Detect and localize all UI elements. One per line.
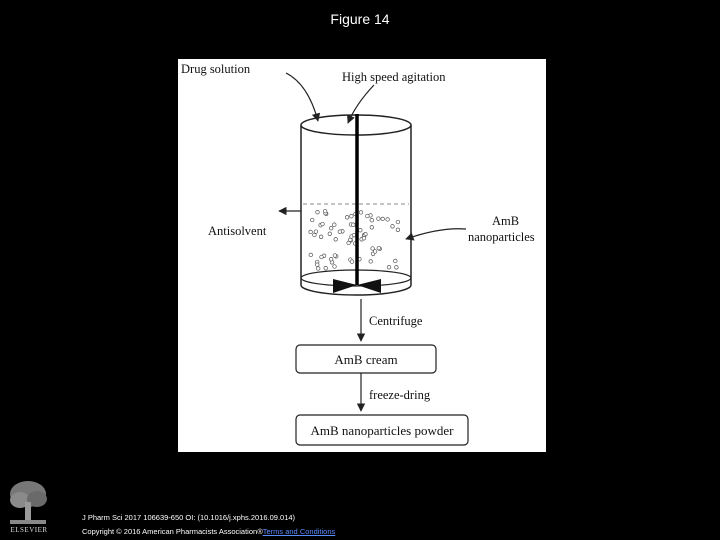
particle-dot <box>315 210 320 215</box>
particle-dot <box>349 214 354 219</box>
particle-dot <box>380 216 385 222</box>
particle-dot <box>386 265 392 270</box>
particle-dot <box>376 245 381 251</box>
particle-dot <box>320 221 325 227</box>
particle-dot <box>322 208 328 214</box>
particle-dot <box>390 224 395 229</box>
particle-dot <box>358 210 364 215</box>
label-drug-solution: Drug solution <box>181 62 251 76</box>
impeller <box>333 279 381 293</box>
particle-dot <box>327 231 332 236</box>
particle-dot <box>365 213 370 219</box>
nanoparticles-dots <box>308 208 401 271</box>
particle-dot <box>369 225 374 230</box>
particle-dot <box>372 249 378 254</box>
particle-dot <box>328 257 334 262</box>
label-antisolvent: Antisolvent <box>208 224 267 238</box>
particle-dot <box>332 264 337 269</box>
particle-dot <box>308 252 313 258</box>
particle-dot <box>313 229 319 234</box>
particle-dot <box>395 219 401 225</box>
copyright-line: Copyright © 2016 American Pharmacists As… <box>82 527 335 536</box>
particle-dot <box>368 259 373 264</box>
label-amb-line1: AmB <box>492 214 519 228</box>
particle-dot <box>337 229 342 234</box>
elsevier-tree-logo <box>6 478 50 536</box>
particle-dot <box>332 222 337 227</box>
particle-dot <box>385 217 390 222</box>
figure-title: Figure 14 <box>330 11 390 27</box>
particle-dot <box>319 254 324 260</box>
particle-dot <box>370 246 375 251</box>
process-diagram: Drug solution High speed agitation Antis… <box>181 62 535 446</box>
particle-dot <box>361 236 367 241</box>
citation-text: J Pharm Sci 2017 106639-650 OI: (10.1016… <box>82 513 296 522</box>
drug-solution-arrow <box>285 72 321 122</box>
agitation-arrow <box>347 84 375 124</box>
particle-dot <box>308 229 313 235</box>
particle-dot <box>376 216 381 221</box>
particle-dot <box>369 218 374 223</box>
diagram-panel: Drug solution High speed agitation Antis… <box>178 59 546 452</box>
label-amb-line2: nanoparticles <box>468 230 535 244</box>
particle-dot <box>395 227 401 232</box>
label-high-speed-agitation: High speed agitation <box>342 70 446 84</box>
particle-dot <box>329 226 334 231</box>
box-amb-cream-label: AmB cream <box>334 352 397 367</box>
amb-arrow <box>405 228 467 241</box>
particle-dot <box>349 259 355 264</box>
particle-dot <box>333 237 338 242</box>
particle-dot <box>344 215 350 220</box>
particle-dot <box>318 234 324 239</box>
particle-dot <box>310 217 315 223</box>
label-freeze-dring: freeze-dring <box>369 388 431 402</box>
particle-dot <box>316 266 321 271</box>
particle-dot <box>393 258 398 264</box>
box-amb-cream <box>295 344 437 374</box>
box-amb-powder-label: AmB nanoparticles powder <box>311 423 455 438</box>
elsevier-wordmark: ELSEVIER <box>10 526 48 534</box>
terms-and-conditions-link[interactable]: Terms and Conditions <box>262 527 336 536</box>
copyright-text: Copyright © 2016 American Pharmacists As… <box>82 527 263 536</box>
box-amb-powder <box>295 414 469 446</box>
particle-dot <box>315 262 320 267</box>
particle-dot <box>394 265 399 270</box>
particle-dot <box>323 266 328 271</box>
particle-dot <box>358 228 363 233</box>
particle-dot <box>351 222 356 227</box>
particle-dot <box>332 253 338 258</box>
label-centrifuge: Centrifuge <box>369 314 423 328</box>
